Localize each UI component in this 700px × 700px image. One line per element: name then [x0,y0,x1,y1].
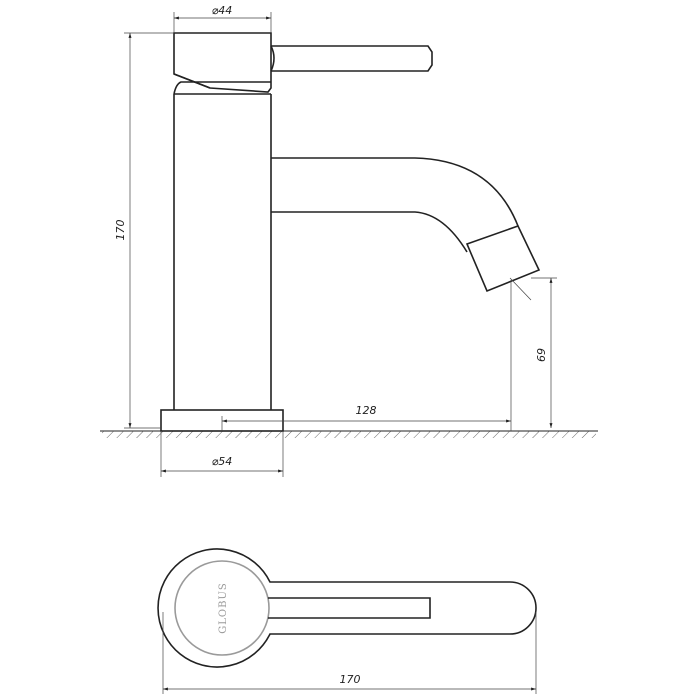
dimension-base-diameter-label: ⌀54 [212,455,233,468]
dimension-length: 170 [162,612,537,694]
lever-end-cap [270,45,275,72]
dimension-base-diameter: ⌀54 [160,431,284,477]
cap-rim [173,73,211,89]
dimension-height-label: 170 [114,220,127,241]
aerator [465,225,541,293]
collar [173,81,271,95]
side-view: ⌀44 170 69 128 ⌀54 [100,4,598,477]
floor-hatching [102,431,596,438]
dimension-length-label: 170 [340,673,361,686]
dimension-height: 170 [114,32,174,429]
spout-outer [271,157,519,227]
dimension-reach: 128 [221,280,512,431]
dimension-top-diameter-label: ⌀44 [212,4,233,17]
brand-logo-text: GLOBUS [218,582,229,633]
top-view: GLOBUS 170 [157,548,537,694]
cap [173,32,272,93]
dimension-reach-label: 128 [356,404,377,417]
housing-outline [157,548,537,668]
spout-axis [509,277,532,301]
cap-circle [174,560,270,656]
dimension-spout-height-label: 69 [535,348,548,362]
dimension-spout-height: 69 [531,277,557,428]
spout-inner [271,211,468,253]
lever-top [268,597,431,619]
lever-handle [271,45,433,72]
dimension-top-diameter: ⌀44 [173,4,272,33]
